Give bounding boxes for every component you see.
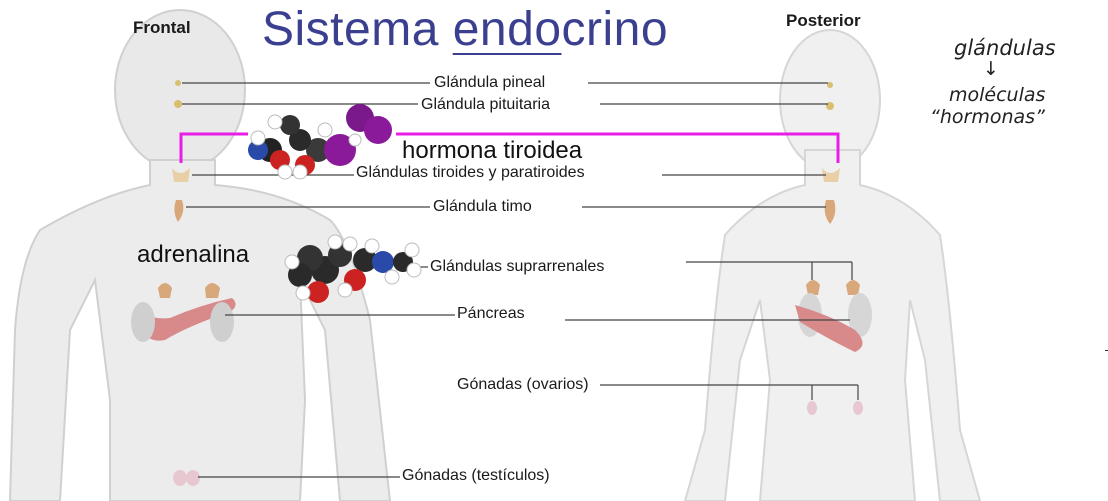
page-title: Sistema endocrino	[262, 2, 668, 57]
note-hormones: “hormonas”	[930, 106, 1045, 128]
thyroid-hormone-bracket	[179, 132, 840, 163]
note-glands: glándulas	[954, 36, 1056, 60]
note-molecules: moléculas	[949, 84, 1046, 106]
back-view-label: Posterior	[786, 11, 861, 30]
thymus-label: Glándula timo	[433, 198, 532, 215]
adrenaline-label: adrenalina	[137, 241, 250, 268]
title-post: crino	[561, 3, 669, 56]
adrenaline-molecule	[284, 234, 422, 303]
leader-lines	[182, 82, 859, 478]
title-underlined: endo	[452, 3, 562, 56]
testes-label: Gónadas (testículos)	[402, 467, 550, 484]
pituitary-label: Glándula pituitaria	[421, 96, 550, 113]
thyroid-hormone-molecule	[248, 104, 392, 180]
back-body-figure	[683, 29, 982, 501]
front-glands	[131, 80, 236, 486]
ovaries-label: Gónadas (ovarios)	[457, 376, 589, 393]
pineal-label: Glándula pineal	[434, 74, 546, 91]
back-glands	[795, 82, 872, 415]
title-pre: Sistema	[262, 3, 453, 56]
pancreas-label: Páncreas	[457, 305, 525, 322]
edge-mark	[1105, 350, 1108, 351]
thyroid-hormone-label: hormona tiroidea	[402, 137, 583, 164]
front-view-label: Frontal	[133, 18, 191, 37]
note-arrow: ↓	[983, 58, 999, 80]
adrenal-label: Glándulas suprarrenales	[430, 258, 605, 275]
front-body-figure	[8, 9, 392, 501]
thyroid-label: Glándulas tiroides y paratiroides	[356, 164, 585, 181]
